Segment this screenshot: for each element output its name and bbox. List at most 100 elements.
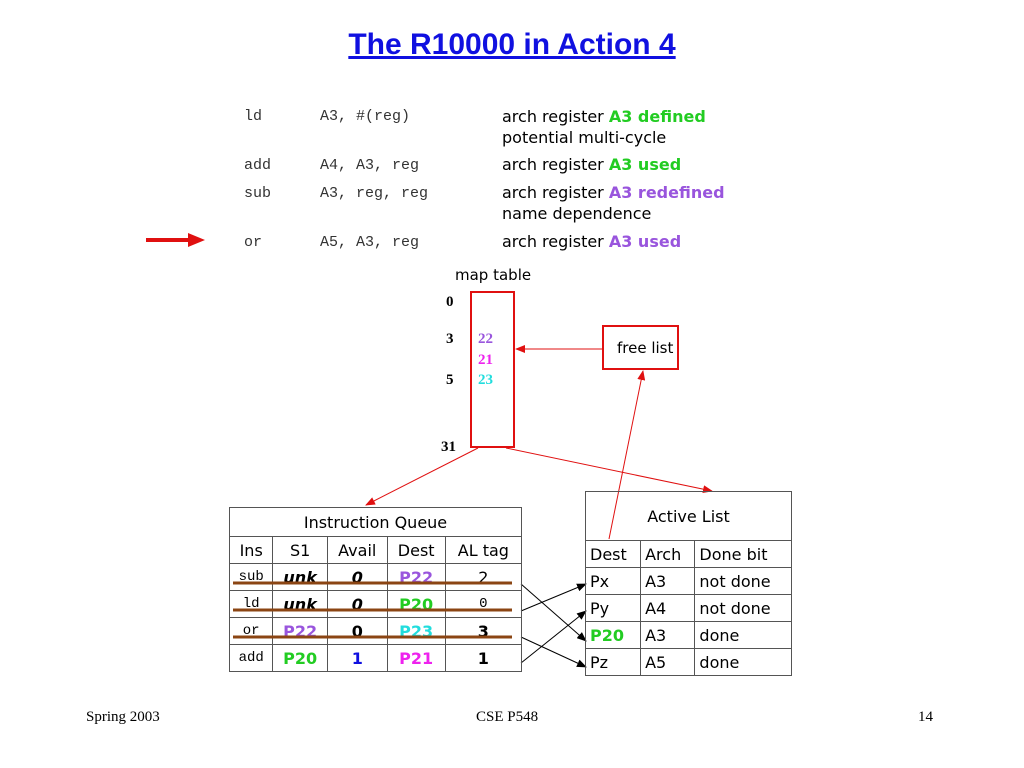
queue-header-s1: S1	[272, 536, 328, 564]
free-list-label: free list	[617, 339, 674, 357]
footer-left: Spring 2003	[86, 709, 160, 725]
table-row: Pz A5 done	[584, 648, 792, 676]
table-row: or P22 0 P23 3	[228, 617, 523, 645]
queue-ins: sub	[228, 563, 274, 591]
active-header-row: Dest Arch Done bit	[584, 540, 792, 568]
code-args-ld: A3, #(reg)	[320, 108, 411, 125]
queue-tag: 1	[444, 644, 523, 672]
code-desc-ld: arch register A3 defined	[502, 107, 706, 126]
code-op-ld: ld	[244, 108, 263, 125]
queue-tag: 2	[444, 563, 523, 591]
queue-tag: 3	[444, 617, 523, 645]
free-list-box	[602, 325, 679, 370]
map-to-active-arrow	[505, 447, 713, 494]
desc-highlight: A3 redefined	[608, 183, 725, 202]
active-done: not done	[694, 567, 792, 595]
footer-center: CSE P548	[476, 709, 539, 725]
desc-highlight: A3 used	[608, 232, 682, 251]
tag-arrow-add	[520, 610, 587, 664]
map-entry-23: 23	[478, 372, 493, 388]
queue-avail: 0	[326, 563, 388, 591]
map-table-box	[470, 291, 515, 448]
active-done: not done	[694, 594, 792, 622]
queue-dest: P21	[386, 644, 446, 672]
queue-dest: P23	[386, 617, 446, 645]
active-arch: A3	[640, 621, 696, 649]
map-entry-21: 21	[478, 352, 493, 368]
map-index-31: 31	[441, 439, 456, 455]
active-list-title: Active List	[585, 491, 792, 541]
code-op-sub: sub	[244, 185, 272, 202]
queue-header-ins: Ins	[228, 536, 274, 564]
table-row: Py A4 not done	[584, 594, 792, 622]
desc-highlight: A3 used	[608, 155, 682, 174]
tag-arrow-or	[520, 636, 587, 668]
queue-s1: P22	[272, 617, 328, 645]
queue-s1: unk	[272, 563, 328, 591]
queue-ins: or	[228, 617, 274, 645]
active-header-arch: Arch	[640, 540, 696, 568]
active-dest: P20	[584, 621, 642, 649]
table-row: Px A3 not done	[584, 567, 792, 595]
map-table-label: map table	[455, 266, 532, 284]
code-args-sub: A3, reg, reg	[320, 185, 429, 202]
tag-arrow-sub	[520, 583, 587, 642]
active-header-dest: Dest	[584, 540, 642, 568]
queue-dest: P20	[386, 590, 446, 618]
desc-highlight: A3 defined	[608, 107, 706, 126]
table-row: sub unk 0 P22 2	[228, 563, 523, 591]
map-index-3: 3	[446, 331, 454, 347]
slide-title: The R10000 in Action 4	[0, 28, 1024, 62]
tag-arrow-ld	[520, 583, 587, 612]
active-done: done	[694, 621, 792, 649]
desc-prefix: arch register	[502, 183, 609, 202]
table-row: add P20 1 P21 1	[228, 644, 523, 672]
desc-prefix: arch register	[502, 107, 609, 126]
active-header-done: Done bit	[694, 540, 792, 568]
queue-avail: 0	[326, 617, 388, 645]
queue-dest: P22	[386, 563, 446, 591]
active-arch: A4	[640, 594, 696, 622]
code-desc2-sub: name dependence	[502, 204, 652, 223]
active-dest: Pz	[584, 648, 642, 676]
queue-avail: 1	[326, 644, 388, 672]
queue-header-tag: AL tag	[444, 536, 523, 564]
active-dest: Py	[584, 594, 642, 622]
active-arch: A3	[640, 567, 696, 595]
code-desc-or: arch register A3 used	[502, 232, 681, 251]
slide-title-text: The R10000 in Action 4	[348, 28, 676, 61]
instruction-queue-title: Instruction Queue	[229, 507, 522, 537]
active-arch: A5	[640, 648, 696, 676]
desc-prefix: arch register	[502, 232, 609, 251]
map-to-queue-arrow	[365, 447, 479, 506]
queue-header-dest: Dest	[386, 536, 446, 564]
map-index-5: 5	[446, 372, 454, 388]
active-dest: Px	[584, 567, 642, 595]
map-index-0: 0	[446, 294, 454, 310]
queue-header-row: Ins S1 Avail Dest AL tag	[228, 536, 523, 564]
table-row: P20 A3 done	[584, 621, 792, 649]
code-op-or: or	[244, 234, 263, 251]
code-args-or: A5, A3, reg	[320, 234, 420, 251]
code-desc-sub: arch register A3 redefined	[502, 183, 725, 202]
queue-header-avail: Avail	[326, 536, 388, 564]
code-desc2-ld: potential multi-cycle	[502, 128, 667, 147]
queue-avail: 0	[326, 590, 388, 618]
queue-s1: P20	[272, 644, 328, 672]
queue-ins: ld	[228, 590, 274, 618]
active-list-table: Active List Dest Arch Done bit Px A3 not…	[584, 491, 792, 676]
desc-prefix: arch register	[502, 155, 609, 174]
queue-ins: add	[228, 644, 274, 672]
code-args-add: A4, A3, reg	[320, 157, 420, 174]
current-instruction-arrow-icon	[146, 233, 205, 247]
table-row: ld unk 0 P20 0	[228, 590, 523, 618]
footer-page-number: 14	[918, 709, 933, 725]
queue-tag: 0	[444, 590, 523, 618]
instruction-queue-table: Instruction Queue Ins S1 Avail Dest AL t…	[228, 507, 523, 672]
map-entry-22: 22	[478, 331, 493, 347]
code-op-add: add	[244, 157, 272, 174]
active-done: done	[694, 648, 792, 676]
code-desc-add: arch register A3 used	[502, 155, 681, 174]
queue-s1: unk	[272, 590, 328, 618]
